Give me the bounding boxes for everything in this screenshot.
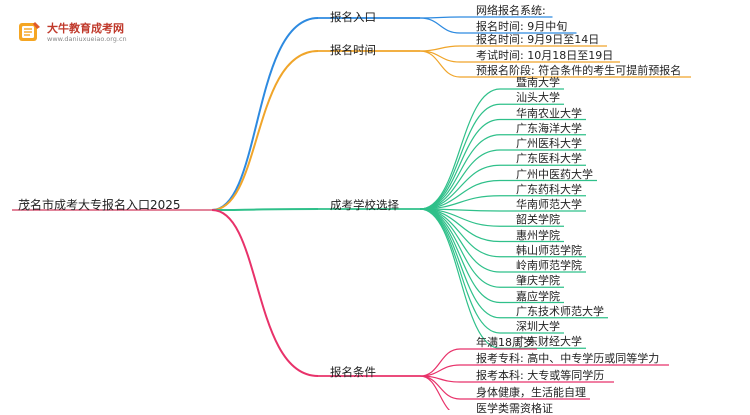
leaf-schools-11: 韩山师范学院	[516, 243, 582, 257]
leaf-conditions-0: 年满18周岁	[476, 336, 534, 349]
leaf-link-conditions-4	[419, 375, 451, 410]
leaf-link-schools-3	[419, 134, 501, 210]
leaf-link-time-2	[419, 50, 461, 78]
leaf-schools-12: 岭南师范学院	[516, 259, 582, 272]
root-link-entry	[211, 17, 319, 211]
leaf-schools-10: 惠州学院	[516, 228, 560, 242]
leaf-schools-8: 华南师范大学	[516, 198, 582, 211]
leaf-schools-17: 广东财经大学	[516, 335, 582, 349]
leaf-link-schools-11	[419, 208, 501, 258]
book-logo-icon	[19, 22, 40, 41]
leaf-schools-6: 广州中医药大学	[516, 167, 593, 181]
leaf-link-schools-17	[419, 208, 501, 349]
leaf-schools-7: 广东药科大学	[516, 182, 582, 196]
leaf-conditions-2: 报考本科: 大专或等同学历	[476, 369, 605, 382]
leaf-link-schools-2	[419, 118, 501, 210]
root-link-time	[211, 50, 319, 211]
leaf-link-entry-1	[419, 17, 461, 34]
leaf-time-1: 考试时间: 10月18日至19日	[476, 49, 614, 62]
leaf-schools-4: 广州医科大学	[516, 137, 582, 150]
leaf-link-conditions-0	[419, 348, 461, 377]
watermark-site-name: 大牛教育成考网	[47, 21, 124, 35]
leaf-entry-1: 报名时间: 9月中旬	[476, 20, 568, 33]
leaf-conditions-1: 报考专科: 高中、中专学历或同等学力	[476, 352, 660, 365]
leaf-link-schools-1	[419, 103, 501, 210]
branch-node-time: 报名时间	[330, 43, 376, 57]
leaf-schools-14: 嘉应学院	[516, 289, 560, 303]
leaf-schools-16: 深圳大学	[516, 320, 560, 333]
branch-node-entry: 报名入口	[330, 10, 376, 24]
leaf-link-schools-14	[419, 208, 501, 304]
leaf-link-time-1	[419, 50, 461, 63]
leaf-link-time-0	[419, 45, 461, 52]
leaf-link-schools-0	[419, 88, 501, 210]
root-link-conditions	[211, 209, 319, 377]
leaf-link-schools-5	[419, 164, 501, 210]
leaf-time-0: 报名时间: 9月9日至14日	[476, 33, 600, 46]
leaf-link-entry-0	[419, 16, 461, 19]
branch-node-conditions: 报名条件	[330, 365, 376, 379]
leaf-schools-1: 汕头大学	[516, 91, 560, 105]
branch-node-schools: 成考学校选择	[330, 198, 399, 212]
leaf-time-2: 预报名阶段: 符合条件的考生可提前预报名	[476, 64, 682, 77]
leaf-link-schools-13	[419, 208, 501, 288]
watermark-url: www.daniuxueiao.org.cn	[47, 34, 127, 43]
leaf-schools-5: 广东医科大学	[516, 152, 582, 166]
leaf-link-schools-4	[419, 149, 501, 210]
root-link-schools	[211, 208, 319, 211]
leaf-schools-3: 广东海洋大学	[516, 121, 582, 135]
leaf-link-conditions-1	[419, 364, 461, 377]
leaf-schools-13: 肇庆学院	[516, 274, 560, 288]
leaf-conditions-4: 医学类需资格证	[476, 402, 553, 415]
root-node: 茂名市成考大专报名入口2025	[18, 198, 181, 212]
leaf-schools-0: 暨南大学	[516, 76, 560, 89]
leaf-schools-9: 韶关学院	[516, 213, 560, 227]
leaf-schools-15: 广东技术师范大学	[516, 304, 604, 318]
leaf-schools-2: 华南农业大学	[516, 106, 582, 120]
leaf-entry-0: 网络报名系统:	[476, 4, 546, 17]
leaf-conditions-3: 身体健康，生活能自理	[476, 386, 586, 399]
watermark-logo: 大牛教育成考网 www.daniuxueiao.org.cn	[16, 20, 127, 44]
